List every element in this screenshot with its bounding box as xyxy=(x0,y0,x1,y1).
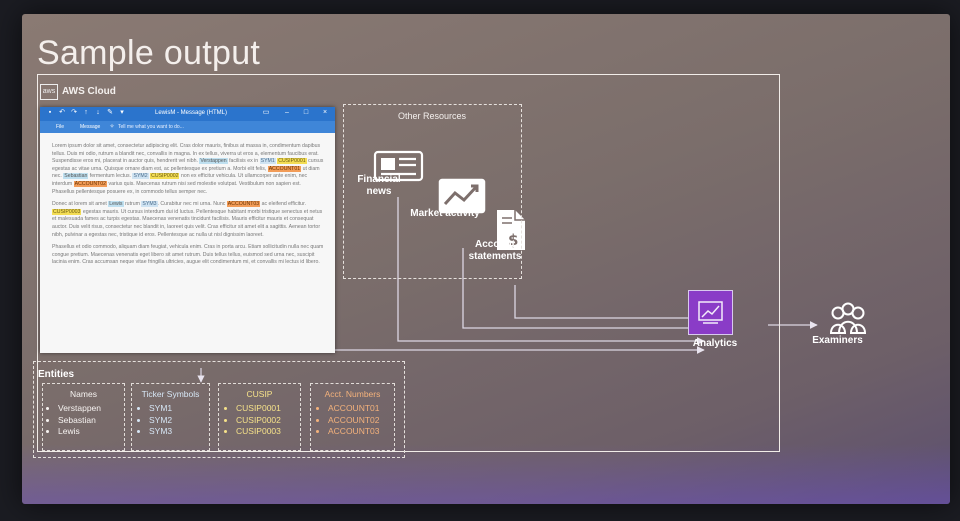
statement-document-icon: $ xyxy=(497,210,525,250)
entity-cusip-highlight: CUSIP0002 xyxy=(150,173,180,180)
entity-ticker-highlight: SYM3 xyxy=(141,201,158,208)
list-item: Sebastian xyxy=(58,415,101,427)
email-window-title: LewisM - Message (HTML) xyxy=(155,110,228,116)
entities-label: Entities xyxy=(38,369,75,380)
email-title-bar: ▪ ↶ ↷ ↑ ↓ ✎ ▾ LewisM - Message (HTML) ▭ … xyxy=(40,107,335,121)
text-run: cursus egestas ac vitae urna. Quisque or… xyxy=(52,158,324,172)
save-icon[interactable]: ▪ xyxy=(48,109,52,116)
text-run: Donec at lorem sit amet xyxy=(52,201,107,208)
list-item: Verstappen xyxy=(58,403,101,415)
redo-icon[interactable]: ↷ xyxy=(71,109,77,116)
account-statements-label: Account statements xyxy=(468,239,522,262)
entity-cusip-highlight: CUSIP0003 xyxy=(52,208,82,215)
entities-group xyxy=(33,361,405,458)
list-item: CUSIP0002 xyxy=(236,415,281,427)
list-item: CUSIP0003 xyxy=(236,426,281,438)
other-resources-group xyxy=(343,104,522,279)
list-item: SYM2 xyxy=(149,415,172,427)
menu-file[interactable]: File xyxy=(56,124,65,130)
entity-name-highlight: Lewis xyxy=(108,201,124,208)
ribbon-options-icon[interactable]: ▭ xyxy=(262,109,270,116)
email-paragraph-1: Lorem ipsum dolor sit amet, consectetur … xyxy=(52,143,324,196)
entity-account-highlight: ACCOUNT03 xyxy=(226,201,261,208)
list-item: SYM1 xyxy=(149,403,172,415)
email-menu-bar: File Message ✧ Tell me what you want to … xyxy=(40,121,335,133)
list-item: ACCOUNT01 xyxy=(328,403,379,415)
entities-ticker-column: Ticker Symbols SYM1 SYM2 SYM3 xyxy=(131,383,210,451)
connector-account-analytics xyxy=(514,285,705,322)
maximize-icon[interactable]: □ xyxy=(303,109,309,116)
slide-title: Sample output xyxy=(37,34,261,72)
entity-account-highlight: ACCOUNT02 xyxy=(73,180,108,187)
text-run: Lorem ipsum dolor sit amet, consectetur … xyxy=(52,143,321,165)
email-message-window: ▪ ↶ ↷ ↑ ↓ ✎ ▾ LewisM - Message (HTML) ▭ … xyxy=(40,107,335,353)
email-body[interactable]: Lorem ipsum dolor sit amet, consectetur … xyxy=(52,143,324,272)
svg-text:$: $ xyxy=(508,231,518,249)
names-header: Names xyxy=(70,389,97,399)
cusip-header: CUSIP xyxy=(246,389,273,399)
connector-news-analytics xyxy=(397,197,705,345)
entity-ticker-highlight: SYM1 xyxy=(259,158,276,165)
account-header: Acct. Numbers xyxy=(324,389,381,399)
up-arrow-icon[interactable]: ↑ xyxy=(84,109,88,116)
email-paragraph-3: Phasellus et odio commodo, aliquam diam … xyxy=(52,244,324,266)
entity-name-highlight: Sebastian xyxy=(63,173,89,180)
text-run: facilisis ex in xyxy=(229,158,259,165)
entity-account-highlight: ACCOUNT01 xyxy=(267,165,302,172)
entities-account-column: Acct. Numbers ACCOUNT01 ACCOUNT02 ACCOUN… xyxy=(310,383,395,451)
close-icon[interactable]: × xyxy=(322,109,328,116)
ticker-header: Ticker Symbols xyxy=(141,389,200,399)
entity-cusip-highlight: CUSIP0001 xyxy=(277,158,307,165)
tell-me-search[interactable]: Tell me what you want to do... xyxy=(118,124,184,130)
email-paragraph-2: Donec at lorem sit amet Lewis rutrum SYM… xyxy=(52,201,324,239)
market-activity-label: Market activity xyxy=(410,208,480,219)
text-run: ut diam nec. xyxy=(52,165,320,180)
connector-market-analytics xyxy=(462,248,705,332)
text-run: fermentum lectus. xyxy=(89,173,132,180)
menu-message[interactable]: Message xyxy=(80,124,101,130)
list-item: ACCOUNT02 xyxy=(328,415,379,427)
entity-name-highlight: Verstappen xyxy=(199,158,228,165)
lightbulb-icon: ✧ xyxy=(109,124,115,130)
market-chart-icon xyxy=(438,178,486,214)
text-run: . Curabitur nec mi urna. Nunc xyxy=(157,201,226,208)
text-run: egestas mauris. Ut cursus interdum dui i… xyxy=(52,208,323,238)
more-icon[interactable]: ▾ xyxy=(120,109,124,116)
aws-cloud-boundary xyxy=(37,74,780,452)
format-icon[interactable]: ✎ xyxy=(107,109,113,116)
aws-cloud-label: AWS Cloud xyxy=(62,86,116,97)
minimize-icon[interactable]: – xyxy=(285,109,289,116)
entities-names-column: Names Verstappen Sebastian Lewis xyxy=(42,383,125,451)
list-item: SYM3 xyxy=(149,426,172,438)
text-run: rutrum xyxy=(124,201,140,208)
examiners-label: Examiners xyxy=(812,335,863,346)
analytics-label: Analytics xyxy=(692,338,738,349)
list-item: CUSIP0001 xyxy=(236,403,281,415)
examiners-people-icon xyxy=(829,302,867,334)
newspaper-icon xyxy=(373,150,424,182)
down-arrow-icon[interactable]: ↓ xyxy=(96,109,100,116)
other-resources-label: Other Resources xyxy=(398,111,467,121)
analytics-chart-icon xyxy=(698,301,723,324)
entity-ticker-highlight: SYM2 xyxy=(132,173,149,180)
slide-glow xyxy=(22,444,950,504)
text-run: ac eleifend efficitur. xyxy=(261,201,306,208)
list-item: Lewis xyxy=(58,426,101,438)
financial-news-label: Financial news xyxy=(357,174,401,197)
undo-icon[interactable]: ↶ xyxy=(59,109,65,116)
analytics-node xyxy=(688,290,733,335)
entities-cusip-column: CUSIP CUSIP0001 CUSIP0002 CUSIP0003 xyxy=(218,383,301,451)
text-run: varius quis. Maecenas rutrum nisi sed mo… xyxy=(52,180,301,195)
aws-logo-icon: aws xyxy=(40,84,58,100)
list-item: ACCOUNT03 xyxy=(328,426,379,438)
text-run: non ex efficitur vehicula. Ut ullamcorpe… xyxy=(52,173,308,187)
